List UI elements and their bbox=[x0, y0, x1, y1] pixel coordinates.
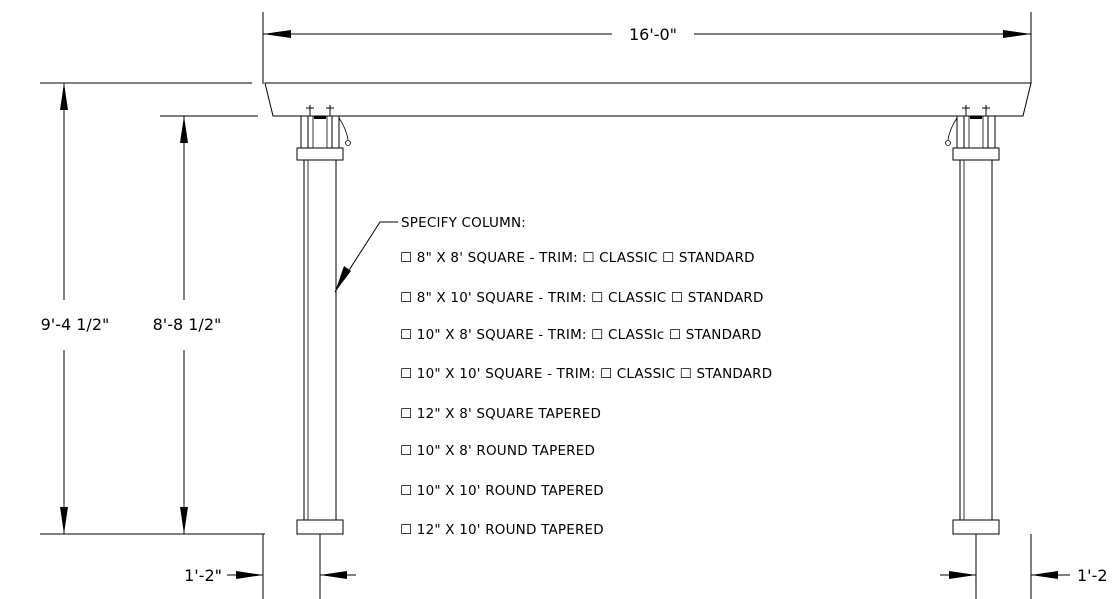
width-dimension: 16'-0" bbox=[262, 12, 1032, 84]
column-height-dimension: 8'-8 1/2" bbox=[153, 115, 258, 534]
right-offset-dimension: 1'-2 bbox=[940, 534, 1108, 599]
right-column bbox=[945, 105, 1000, 542]
column-height-label: 8'-8 1/2" bbox=[153, 315, 222, 334]
column-option: ☐ 10" X 8' SQUARE - TRIM: ☐ CLASSIc ☐ ST… bbox=[400, 327, 762, 343]
right-offset-label: 1'-2 bbox=[1077, 566, 1108, 585]
top-beam bbox=[264, 82, 1032, 117]
column-option: ☐ 8" X 8' SQUARE - TRIM: ☐ CLASSIC ☐ STA… bbox=[400, 250, 755, 266]
overall-height-label: 9'-4 1/2" bbox=[41, 315, 110, 334]
left-offset-label: 1'-2" bbox=[184, 566, 222, 585]
left-column bbox=[296, 105, 351, 542]
width-dimension-label: 16'-0" bbox=[629, 25, 677, 44]
column-option: ☐ 12" X 10' ROUND TAPERED bbox=[400, 522, 604, 538]
column-option: ☐ 10" X 10' SQUARE - TRIM: ☐ CLASSIC ☐ S… bbox=[400, 366, 772, 382]
column-option: ☐ 8" X 10' SQUARE - TRIM: ☐ CLASSIC ☐ ST… bbox=[400, 290, 764, 306]
specify-column-note: SPECIFY COLUMN: ☐ 8" X 8' SQUARE - TRIM:… bbox=[334, 215, 772, 538]
overall-height-dimension: 9'-4 1/2" bbox=[40, 82, 265, 535]
column-option: ☐ 10" X 8' ROUND TAPERED bbox=[400, 443, 595, 459]
note-title: SPECIFY COLUMN: bbox=[401, 215, 526, 231]
column-option: ☐ 10" X 10' ROUND TAPERED bbox=[400, 483, 604, 499]
column-option: ☐ 12" X 8' SQUARE TAPERED bbox=[400, 406, 601, 422]
left-offset-dimension: 1'-2" bbox=[184, 534, 356, 599]
